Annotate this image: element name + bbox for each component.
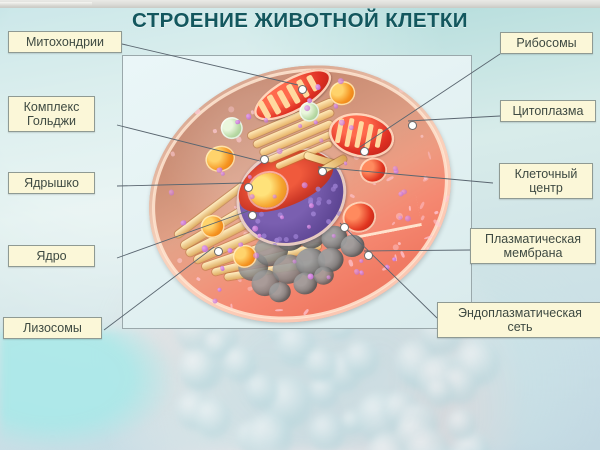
label-nucleolus[interactable]: Ядрышко xyxy=(8,172,95,194)
cell-illustration xyxy=(123,56,471,328)
label-nucleus-text: Ядро xyxy=(36,249,67,263)
anchor-nucleus xyxy=(249,212,256,219)
page-title: СТРОЕНИЕ ЖИВОТНОЙ КЛЕТКИ xyxy=(132,9,468,32)
label-nucleus[interactable]: Ядро xyxy=(8,245,95,267)
label-cytoplasm-text: Цитоплазма xyxy=(512,104,584,118)
anchor-mitochondria xyxy=(299,86,306,93)
anchor-cell-center xyxy=(319,168,326,175)
label-lysosomes[interactable]: Лизосомы xyxy=(3,317,102,339)
label-ribosomes-text: Рибосомы xyxy=(516,36,577,50)
anchor-nucleolus xyxy=(245,184,252,191)
label-mitochondria-text: Митохондрии xyxy=(26,35,104,49)
anchor-golgi xyxy=(261,156,268,163)
label-ribosomes[interactable]: Рибосомы xyxy=(500,32,593,54)
diagram-panel xyxy=(122,55,472,329)
background-left-wash xyxy=(0,330,175,450)
label-cytoplasm[interactable]: Цитоплазма xyxy=(500,100,596,122)
label-nucleolus-text: Ядрышко xyxy=(24,176,79,190)
anchor-plasma-membrane xyxy=(365,252,372,259)
animal-cell-body xyxy=(123,56,471,328)
ribosome-dots xyxy=(123,56,471,328)
label-mitochondria[interactable]: Митохондрии xyxy=(8,31,122,53)
label-lysosomes-text: Лизосомы xyxy=(23,321,82,335)
anchor-er xyxy=(341,224,348,231)
anchor-lysosomes xyxy=(215,248,222,255)
anchor-ribosomes xyxy=(361,148,368,155)
window-chrome-strip xyxy=(0,0,600,8)
anchor-cytoplasm xyxy=(409,122,416,129)
